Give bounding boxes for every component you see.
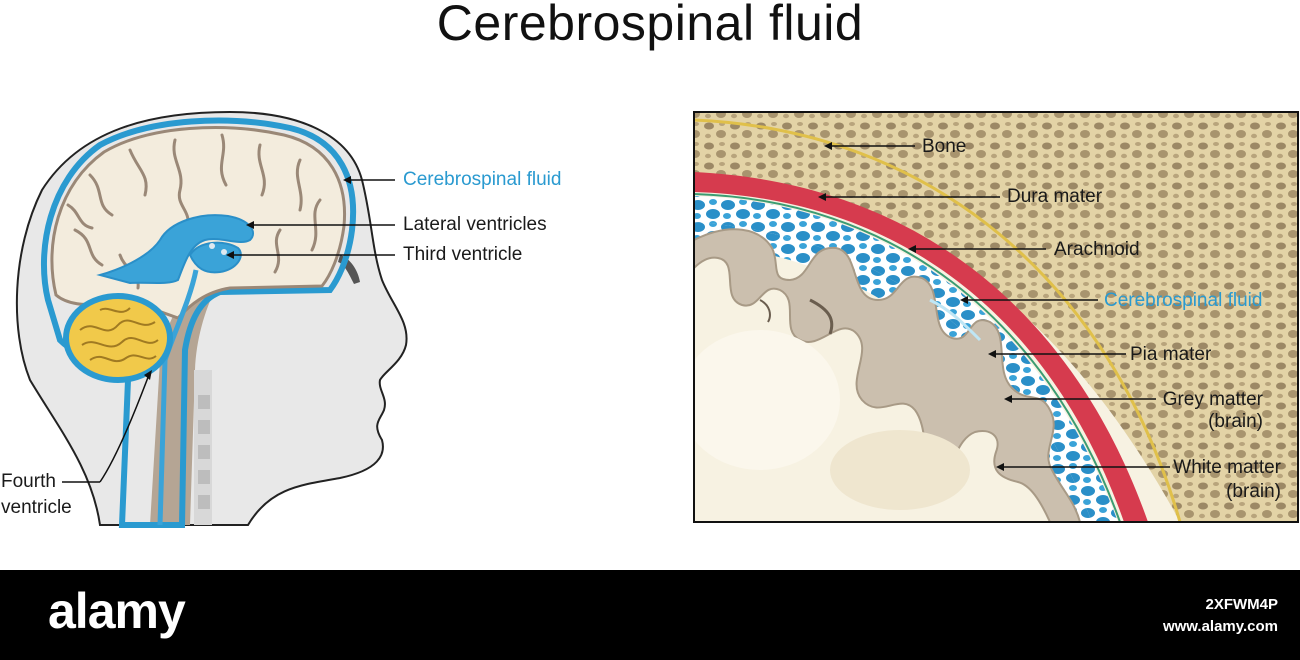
image-id: 2XFWM4P bbox=[1205, 596, 1278, 613]
site-url: www.alamy.com bbox=[1162, 618, 1278, 635]
lateral-ventricles bbox=[96, 214, 255, 285]
label-bone: Bone bbox=[922, 136, 967, 157]
label-fourth-ventricle-line1: Fourth bbox=[1, 471, 56, 492]
cerebellum bbox=[63, 293, 173, 383]
label-arachnoid: Arachnoid bbox=[1054, 239, 1140, 260]
label-fourth-ventricle-line2: ventricle bbox=[1, 497, 72, 518]
label-third-ventricle: Third ventricle bbox=[403, 244, 523, 265]
label-dura-mater: Dura mater bbox=[1007, 186, 1103, 207]
label-white-matter: White matter bbox=[1173, 457, 1281, 478]
watermark-footer: alamy 2XFWM4P www.alamy.com bbox=[0, 570, 1300, 660]
label-pia-mater: Pia mater bbox=[1130, 344, 1212, 365]
diagram-artwork bbox=[15, 110, 1299, 528]
label-csf-head: Cerebrospinal fluid bbox=[403, 169, 562, 190]
label-csf-section: Cerebrospinal fluid bbox=[1104, 290, 1263, 311]
alamy-logo: alamy bbox=[48, 583, 186, 639]
head-sagittal-view bbox=[15, 110, 408, 528]
label-lateral-ventricles: Lateral ventricles bbox=[403, 214, 547, 235]
third-ventricle bbox=[188, 241, 242, 274]
label-grey-matter-brain: (brain) bbox=[1208, 411, 1263, 432]
label-grey-matter: Grey matter bbox=[1162, 389, 1263, 410]
grey-matter bbox=[694, 228, 1082, 522]
page-title: Cerebrospinal fluid bbox=[436, 0, 864, 51]
diagram-stage: Cerebrospinal fluid Cerebrospinal fluid … bbox=[1, 0, 1299, 528]
label-white-matter-brain: (brain) bbox=[1226, 481, 1281, 502]
meninges-cross-section bbox=[693, 111, 1299, 523]
